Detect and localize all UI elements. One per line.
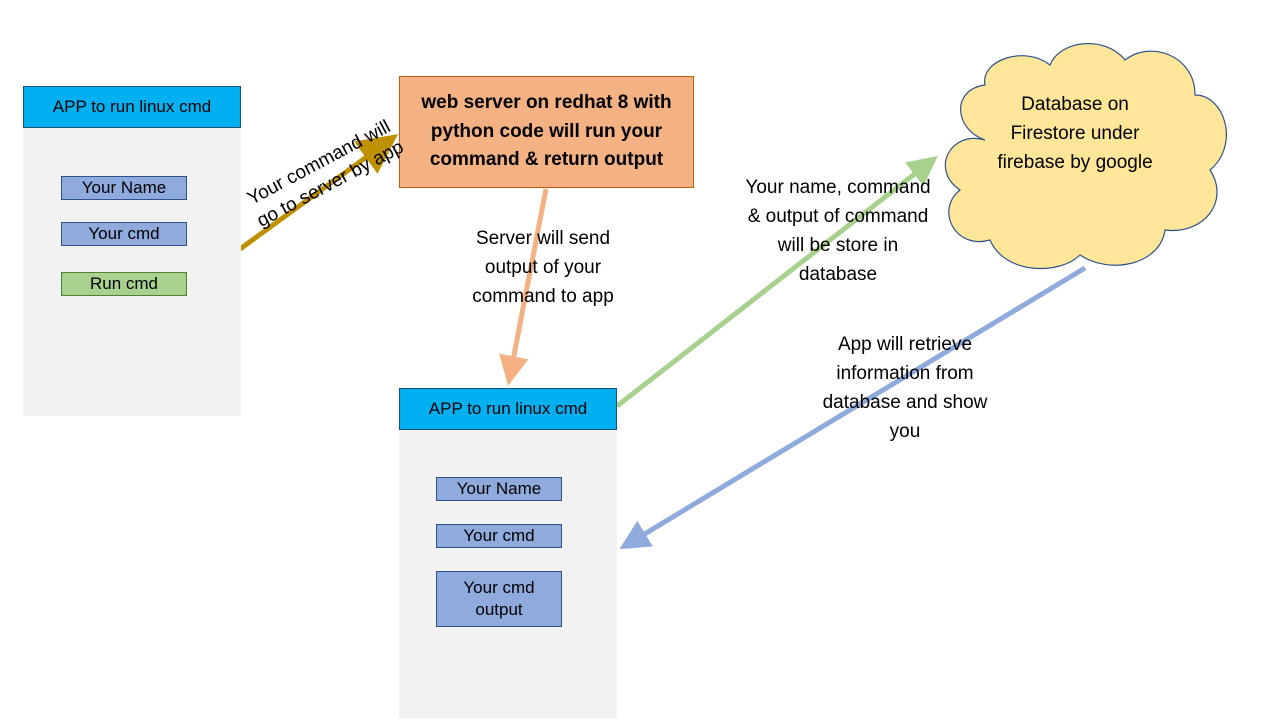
app-title: APP to run linux cmd: [23, 86, 241, 128]
name-field[interactable]: Your Name: [436, 477, 562, 501]
edge-label-database-to-app: App will retrieve information from datab…: [822, 334, 988, 442]
app-panel-top: APP to run linux cmd Your Name Your cmd …: [23, 86, 241, 416]
arrow-database-to-app: [619, 265, 1087, 550]
edge-label-app-to-database: Your name, command & output of command w…: [745, 177, 931, 285]
cmd-field[interactable]: Your cmd: [436, 524, 562, 548]
arrow-server-to-app: [499, 188, 549, 386]
cmd-field[interactable]: Your cmd: [61, 222, 187, 246]
app-title: APP to run linux cmd: [399, 388, 617, 430]
run-cmd-button[interactable]: Run cmd: [61, 272, 187, 296]
name-field[interactable]: Your Name: [61, 176, 187, 200]
cmd-output-field[interactable]: Your cmd output: [436, 571, 562, 627]
arrow-app-to-database: [615, 155, 938, 408]
arrow-app-to-server: [238, 134, 399, 252]
database-cloud: [944, 42, 1227, 270]
server-node: web server on redhat 8 with python code …: [399, 76, 694, 188]
edge-label-server-to-app: Server will send output of your command …: [472, 228, 614, 307]
database-label: Database on Firestore under firebase by …: [997, 94, 1153, 173]
app-panel-bottom: APP to run linux cmd Your Name Your cmd …: [399, 388, 617, 718]
